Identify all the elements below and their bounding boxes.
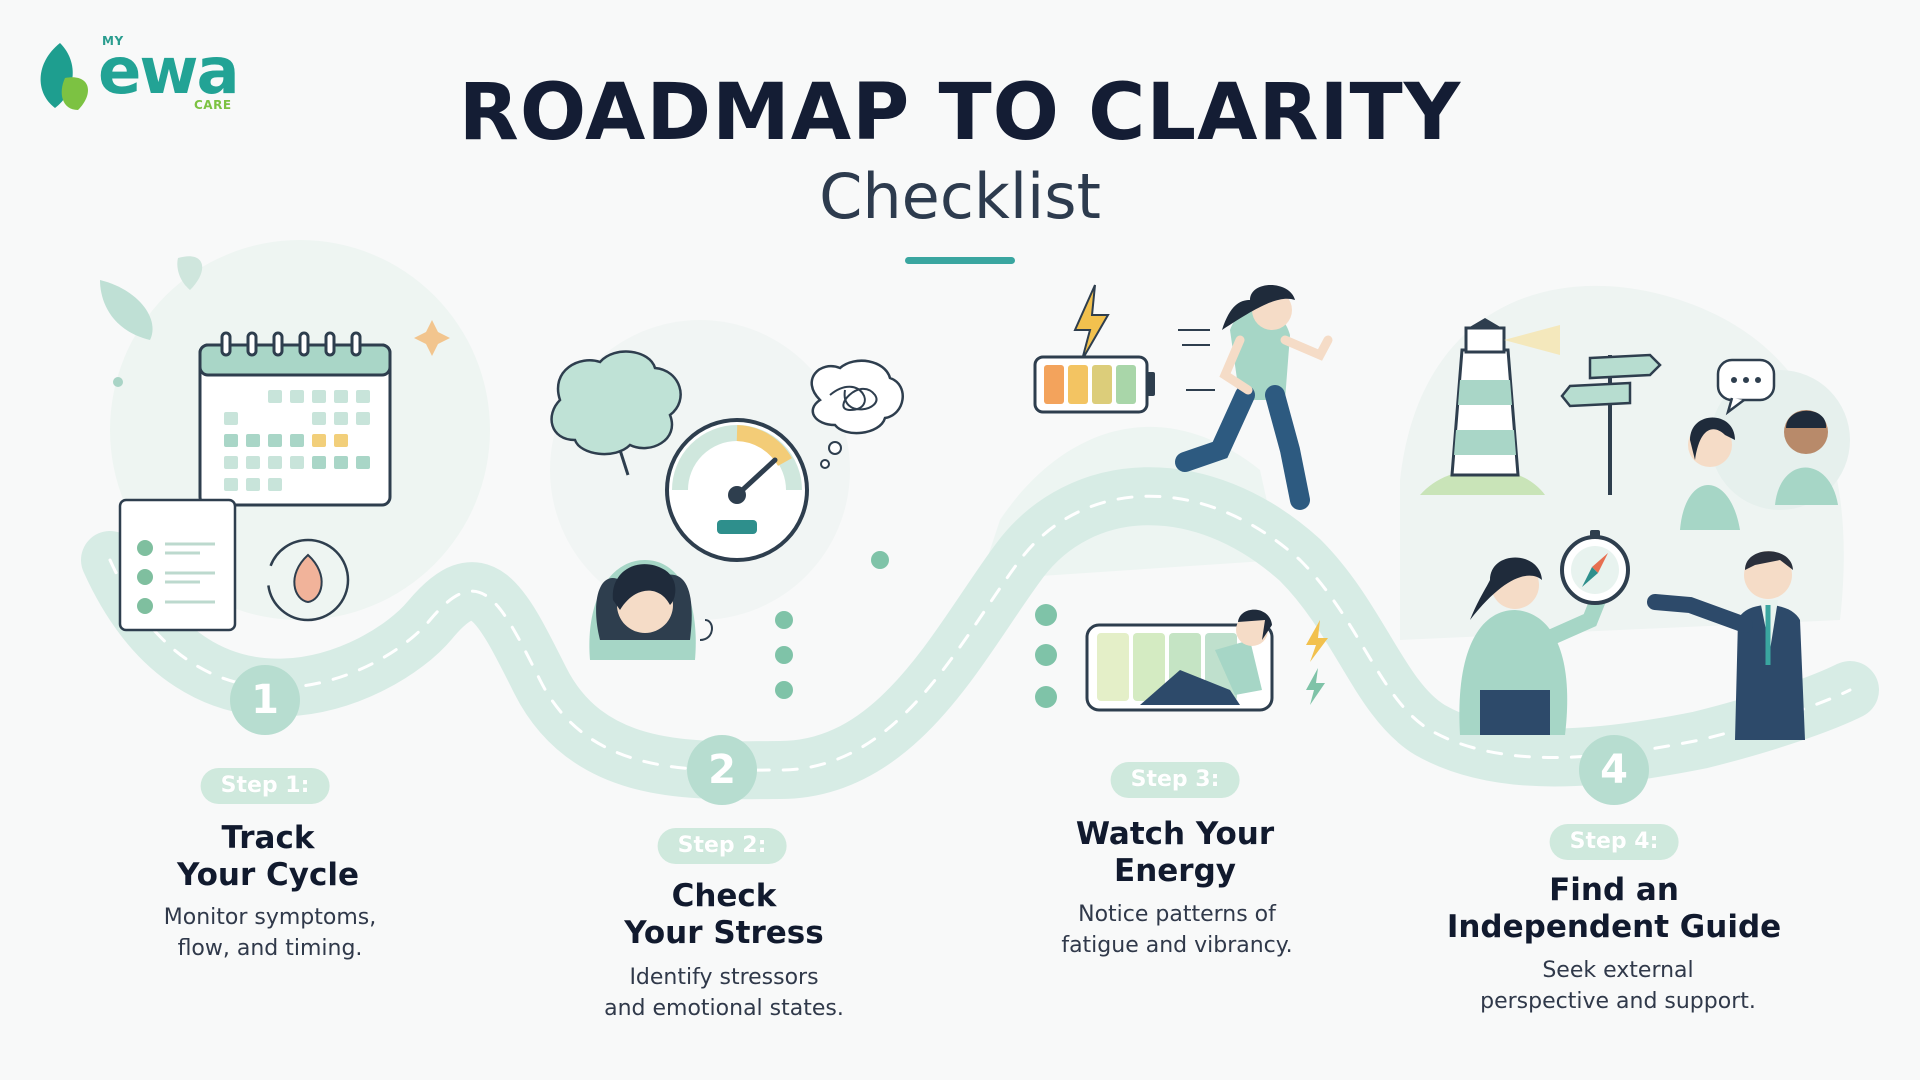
step-1-description: Monitor symptoms, flow, and timing. bbox=[80, 902, 460, 964]
step-1-heading-line2: Your Cycle bbox=[176, 857, 360, 893]
step-4-badge: Step 4: bbox=[1549, 824, 1679, 860]
step-2-number: 2 bbox=[687, 735, 757, 805]
step-2-description-line1: Identify stressors bbox=[629, 965, 819, 990]
logo-leaf-icon bbox=[40, 43, 88, 110]
compass-icon bbox=[1560, 530, 1630, 605]
step-4-heading: Find an Independent Guide bbox=[1404, 872, 1824, 946]
step-4-heading-line2: Independent Guide bbox=[1446, 909, 1782, 945]
battery-icon bbox=[1033, 329, 1215, 414]
leaf-decoration-icon bbox=[100, 256, 450, 387]
calendar-icon bbox=[198, 331, 392, 507]
step-1-heading-line1: Track bbox=[221, 820, 315, 856]
guide-people-icon bbox=[1459, 410, 1838, 740]
woman-breathing-icon bbox=[589, 551, 889, 699]
checklist-icon bbox=[118, 498, 237, 632]
step-2-badge: Step 2: bbox=[657, 828, 787, 864]
step-4-heading-line1: Find an bbox=[1549, 872, 1679, 908]
page-subtitle: Checklist bbox=[819, 160, 1101, 233]
step-2-description: Identify stressors and emotional states. bbox=[534, 962, 914, 1024]
signpost-icon bbox=[1560, 353, 1662, 495]
chat-bubble-icon bbox=[1716, 358, 1776, 416]
step-3-heading: Watch Your Energy bbox=[995, 816, 1355, 890]
step-4-description-line2: perspective and support. bbox=[1480, 989, 1756, 1014]
step-2-heading-line1: Check bbox=[671, 878, 777, 914]
cycle-leaf-icon bbox=[266, 538, 350, 622]
logo-suffix: CARE bbox=[194, 98, 232, 112]
lighthouse-icon bbox=[1420, 318, 1560, 495]
brand-logo: MY ewa CARE bbox=[30, 30, 250, 120]
step-1-description-line1: Monitor symptoms, bbox=[163, 905, 377, 930]
step-1-number: 1 bbox=[230, 665, 300, 735]
step-4-description: Seek external perspective and support. bbox=[1408, 955, 1828, 1017]
resting-woman-icon bbox=[1035, 604, 1274, 712]
logo-wordmark: ewa bbox=[98, 35, 240, 109]
page-title: ROADMAP TO CLARITY bbox=[458, 68, 1462, 158]
running-woman-icon bbox=[1175, 285, 1333, 510]
step-2-heading: Check Your Stress bbox=[544, 878, 904, 952]
step-1-badge: Step 1: bbox=[200, 768, 330, 804]
step-2-badge-label: Step 2: bbox=[677, 833, 767, 858]
step-3-badge: Step 3: bbox=[1110, 762, 1240, 798]
step-1-description-line2: flow, and timing. bbox=[177, 936, 363, 961]
tangled-thought-icon bbox=[810, 359, 904, 469]
step-1-heading: Track Your Cycle bbox=[88, 820, 448, 894]
step-3-heading-line1: Watch Your bbox=[1075, 816, 1275, 852]
step-3-heading-line2: Energy bbox=[1114, 853, 1236, 889]
step-4-number: 4 bbox=[1579, 735, 1649, 805]
title-underline bbox=[905, 257, 1015, 264]
step-2-description-line2: and emotional states. bbox=[604, 996, 844, 1021]
step-3-description: Notice patterns of fatigue and vibrancy. bbox=[987, 899, 1367, 961]
step-3-description-line1: Notice patterns of bbox=[1078, 902, 1276, 927]
step-4-description-line1: Seek external bbox=[1542, 958, 1694, 983]
stress-gauge-icon bbox=[665, 418, 809, 562]
step-3-description-line2: fatigue and vibrancy. bbox=[1061, 933, 1293, 958]
step-2-heading-line2: Your Stress bbox=[624, 915, 824, 951]
step-3-badge-label: Step 3: bbox=[1130, 767, 1220, 792]
brain-icon bbox=[550, 350, 682, 476]
step-1-badge-label: Step 1: bbox=[220, 773, 310, 798]
logo-prefix: MY bbox=[102, 34, 124, 48]
step-4-badge-label: Step 4: bbox=[1569, 829, 1659, 854]
